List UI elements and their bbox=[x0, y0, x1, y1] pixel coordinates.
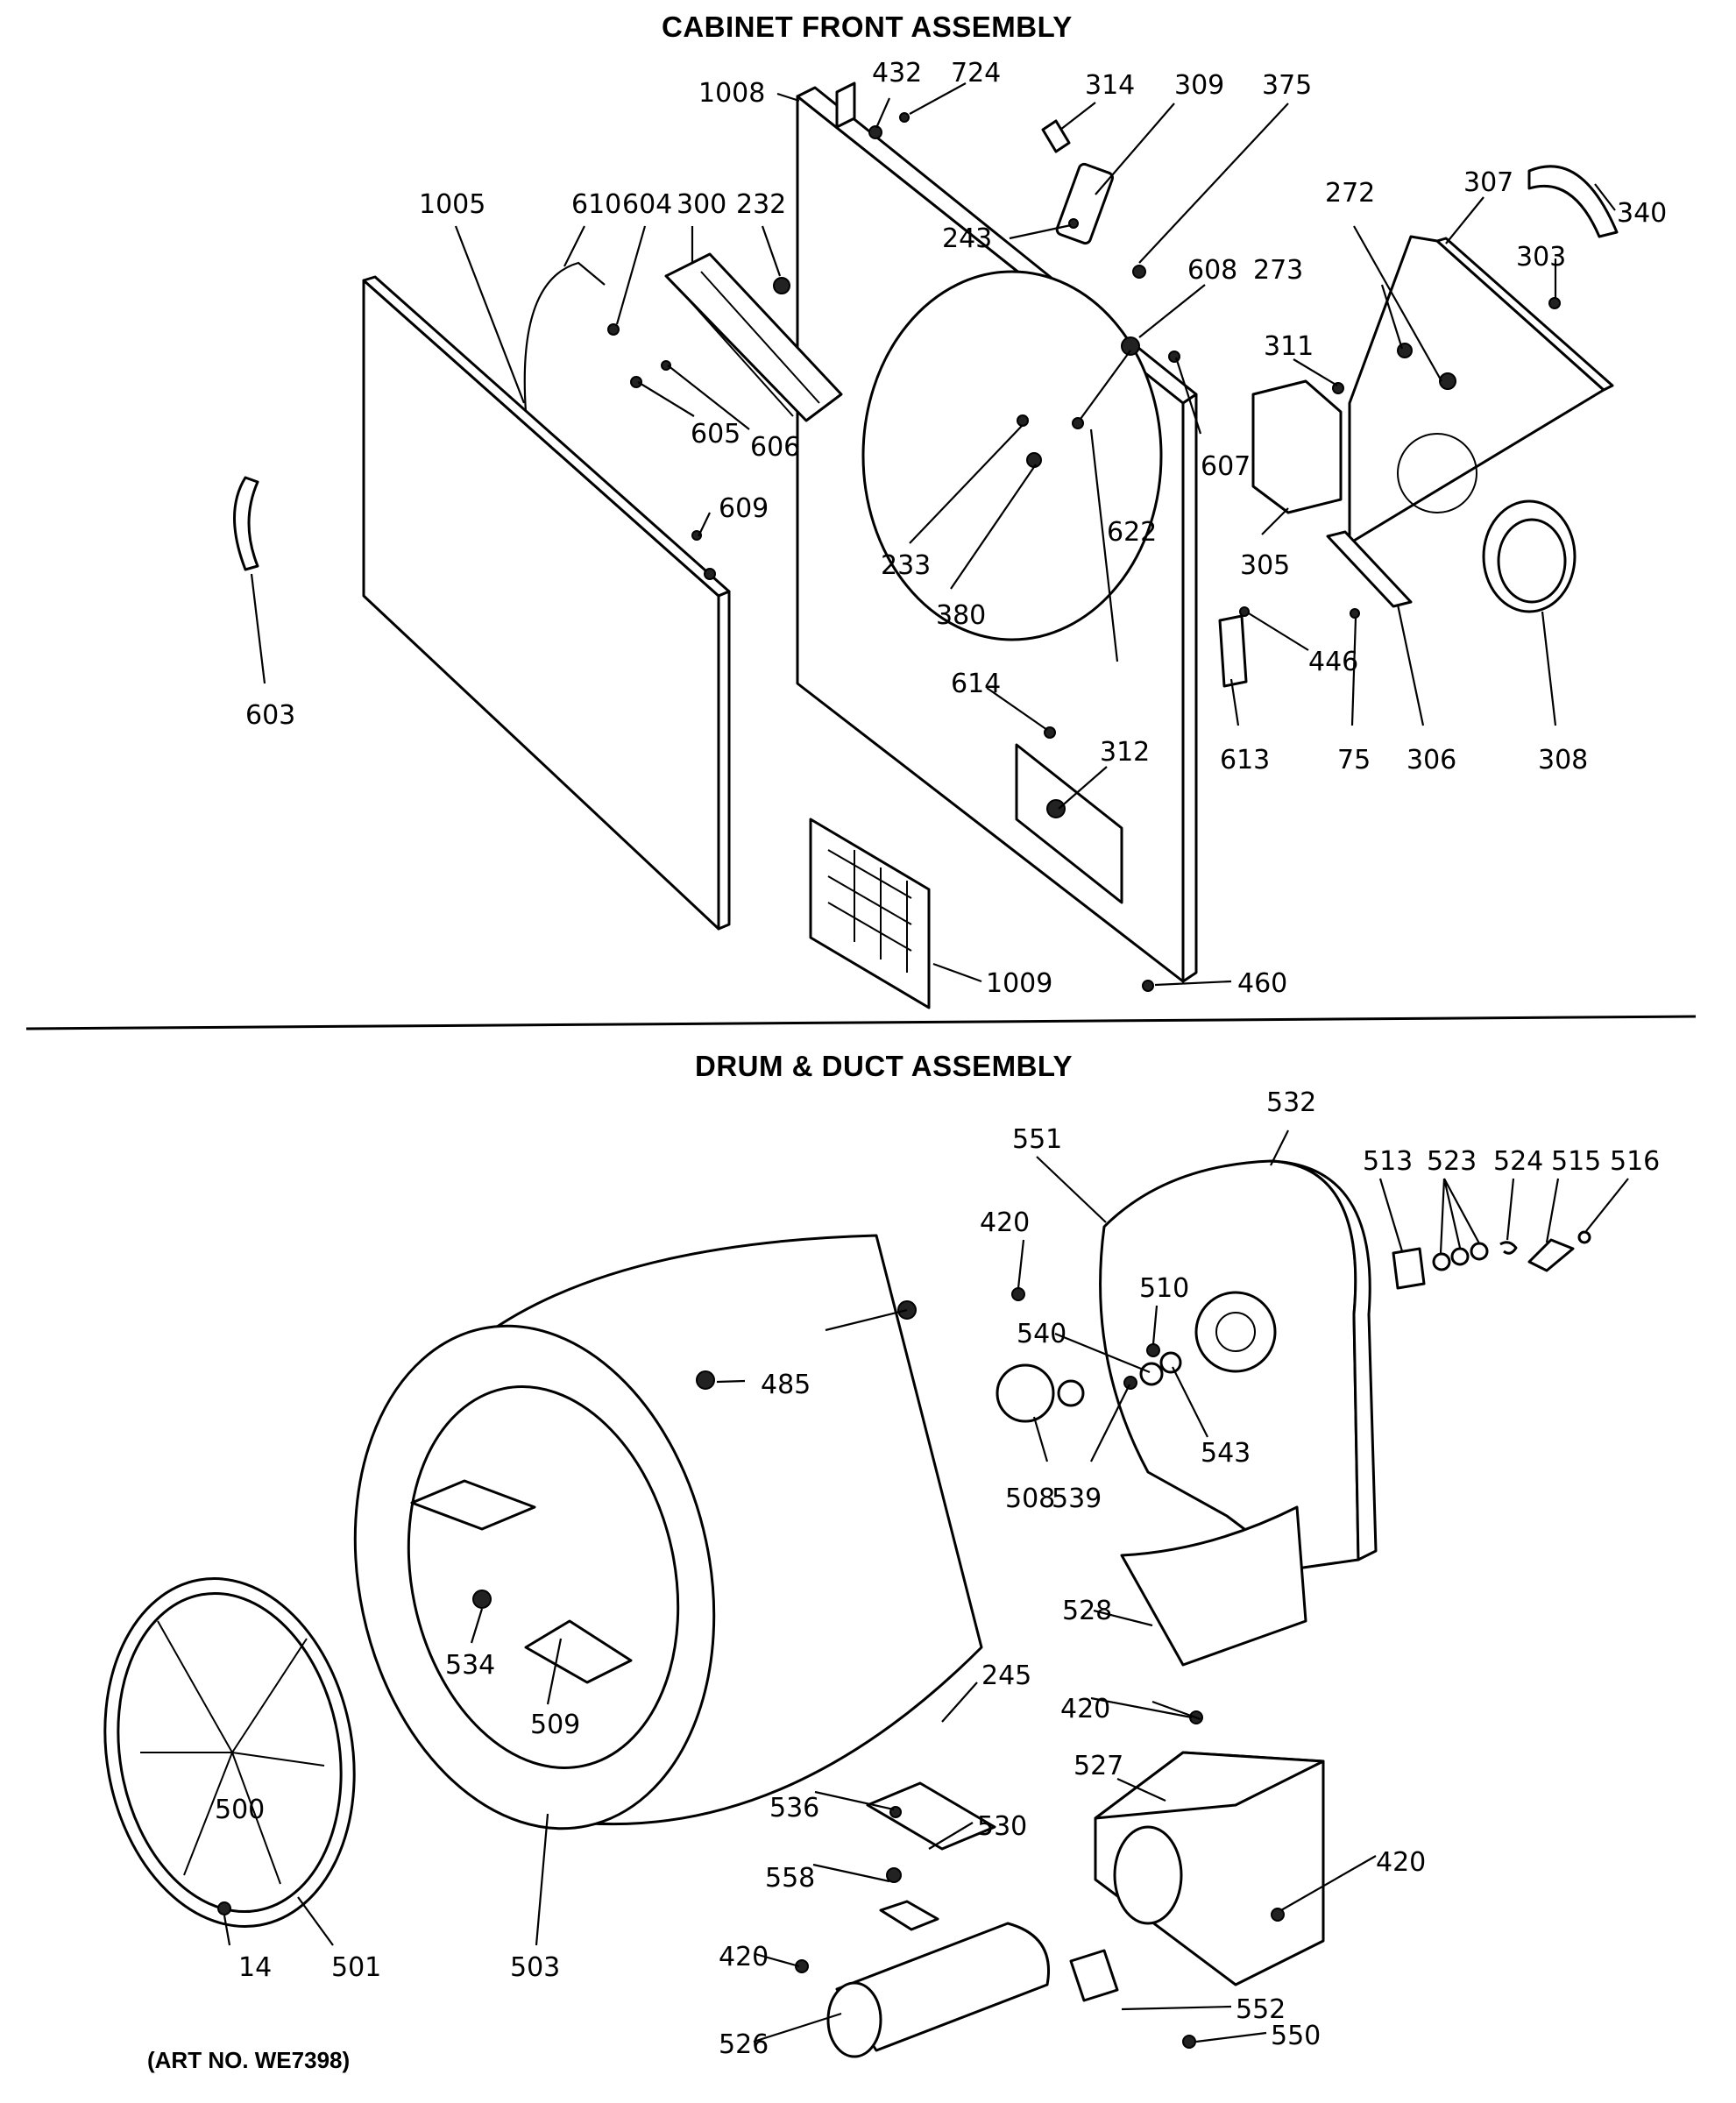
callout-272: 272 bbox=[1325, 178, 1375, 209]
callout-309: 309 bbox=[1174, 70, 1224, 101]
callout-614: 614 bbox=[951, 669, 1001, 699]
duct-528 bbox=[1120, 1505, 1307, 1667]
callout-513: 513 bbox=[1363, 1146, 1413, 1177]
door-handle-603 bbox=[233, 476, 259, 571]
callout-622: 622 bbox=[1107, 517, 1157, 548]
callout-233: 233 bbox=[881, 550, 931, 581]
callout-485: 485 bbox=[761, 1370, 811, 1400]
callout-420-right: 420 bbox=[1376, 1847, 1426, 1878]
callout-551: 551 bbox=[1012, 1124, 1062, 1155]
callout-273: 273 bbox=[1253, 255, 1303, 286]
callout-375: 375 bbox=[1262, 70, 1312, 101]
callout-503: 503 bbox=[510, 1952, 560, 1983]
callout-509: 509 bbox=[530, 1710, 580, 1740]
callout-550: 550 bbox=[1271, 2021, 1321, 2051]
callout-607: 607 bbox=[1201, 451, 1251, 482]
callout-1009: 1009 bbox=[986, 968, 1052, 999]
small-hardware-drum bbox=[217, 1230, 1591, 2049]
callout-311: 311 bbox=[1264, 331, 1314, 362]
callout-609: 609 bbox=[719, 493, 769, 524]
callout-605: 605 bbox=[691, 419, 740, 450]
callout-510: 510 bbox=[1139, 1273, 1189, 1304]
callout-606: 606 bbox=[750, 432, 800, 463]
callout-420-bottom: 420 bbox=[719, 1942, 769, 1972]
callout-540: 540 bbox=[1017, 1319, 1066, 1349]
callout-labels: 1008 432 724 314 309 375 1005 610 604 30… bbox=[215, 58, 1667, 2060]
callout-307: 307 bbox=[1463, 167, 1513, 198]
callout-460: 460 bbox=[1237, 968, 1287, 999]
light-cover-340 bbox=[1527, 165, 1619, 238]
cabinet-front-assembly-title: CABINET FRONT ASSEMBLY bbox=[662, 11, 1073, 43]
callout-604: 604 bbox=[622, 189, 672, 220]
callout-543: 543 bbox=[1201, 1438, 1251, 1469]
heater-526 bbox=[826, 1922, 1050, 2058]
bearing-ring-308 bbox=[1482, 499, 1577, 613]
callout-446: 446 bbox=[1308, 647, 1358, 677]
callout-306: 306 bbox=[1407, 745, 1456, 775]
callout-526: 526 bbox=[719, 2029, 769, 2060]
callout-515: 515 bbox=[1551, 1146, 1601, 1177]
callout-420-mid: 420 bbox=[1060, 1694, 1110, 1724]
callout-536: 536 bbox=[769, 1793, 819, 1823]
callout-558: 558 bbox=[765, 1863, 815, 1894]
callout-532: 532 bbox=[1266, 1087, 1316, 1118]
control-shield-305 bbox=[1251, 379, 1343, 514]
lint-filter-300 bbox=[664, 252, 843, 422]
callout-530: 530 bbox=[977, 1811, 1027, 1842]
callout-524: 524 bbox=[1493, 1146, 1543, 1177]
callout-552: 552 bbox=[1236, 1994, 1286, 2025]
callout-527: 527 bbox=[1073, 1751, 1123, 1781]
callout-539: 539 bbox=[1052, 1483, 1102, 1514]
callout-75: 75 bbox=[1337, 745, 1371, 775]
callout-724: 724 bbox=[951, 58, 1001, 89]
callout-613: 613 bbox=[1220, 745, 1270, 775]
front-panel-1008 bbox=[796, 81, 1198, 983]
callout-1008: 1008 bbox=[698, 78, 765, 109]
callout-603: 603 bbox=[245, 700, 295, 731]
section-divider bbox=[25, 1015, 1697, 1030]
callout-305: 305 bbox=[1240, 550, 1290, 581]
callout-528: 528 bbox=[1062, 1596, 1112, 1626]
callout-608: 608 bbox=[1187, 255, 1237, 286]
control-panel-307 bbox=[1348, 235, 1614, 545]
callout-245: 245 bbox=[981, 1660, 1031, 1691]
callout-432: 432 bbox=[872, 58, 922, 89]
callout-500: 500 bbox=[215, 1795, 265, 1825]
callout-312: 312 bbox=[1100, 737, 1150, 768]
drum-503 bbox=[353, 1234, 983, 1830]
callout-501: 501 bbox=[331, 1952, 381, 1983]
callout-14: 14 bbox=[238, 1952, 272, 1983]
small-hardware-cabinet bbox=[607, 112, 1561, 992]
callout-508: 508 bbox=[1005, 1483, 1055, 1514]
callout-610: 610 bbox=[571, 189, 621, 220]
callout-420-top: 420 bbox=[980, 1207, 1030, 1238]
leader-lines bbox=[223, 82, 1629, 2043]
callout-516: 516 bbox=[1610, 1146, 1660, 1177]
callout-243: 243 bbox=[942, 223, 992, 254]
drum-duct-assembly-title: DRUM & DUCT ASSEMBLY bbox=[695, 1050, 1073, 1082]
callout-314: 314 bbox=[1085, 70, 1135, 101]
callout-534: 534 bbox=[445, 1650, 495, 1681]
callout-303: 303 bbox=[1516, 242, 1566, 273]
callout-340: 340 bbox=[1617, 198, 1667, 229]
callout-380: 380 bbox=[936, 600, 986, 631]
callout-523: 523 bbox=[1427, 1146, 1477, 1177]
drum-rear-panel-551 bbox=[1099, 1159, 1378, 1570]
door-panel-1005 bbox=[362, 275, 731, 931]
callout-232: 232 bbox=[736, 189, 786, 220]
callout-300: 300 bbox=[677, 189, 726, 220]
art-number: (ART NO. WE7398) bbox=[147, 2047, 351, 2073]
drum-front-seal-500 bbox=[103, 1577, 356, 1928]
toe-grille-1009 bbox=[809, 818, 931, 1009]
wire-harness-610 bbox=[523, 261, 606, 413]
duct-527 bbox=[1094, 1751, 1325, 1986]
callout-308: 308 bbox=[1538, 745, 1588, 775]
callout-1005: 1005 bbox=[419, 189, 485, 220]
